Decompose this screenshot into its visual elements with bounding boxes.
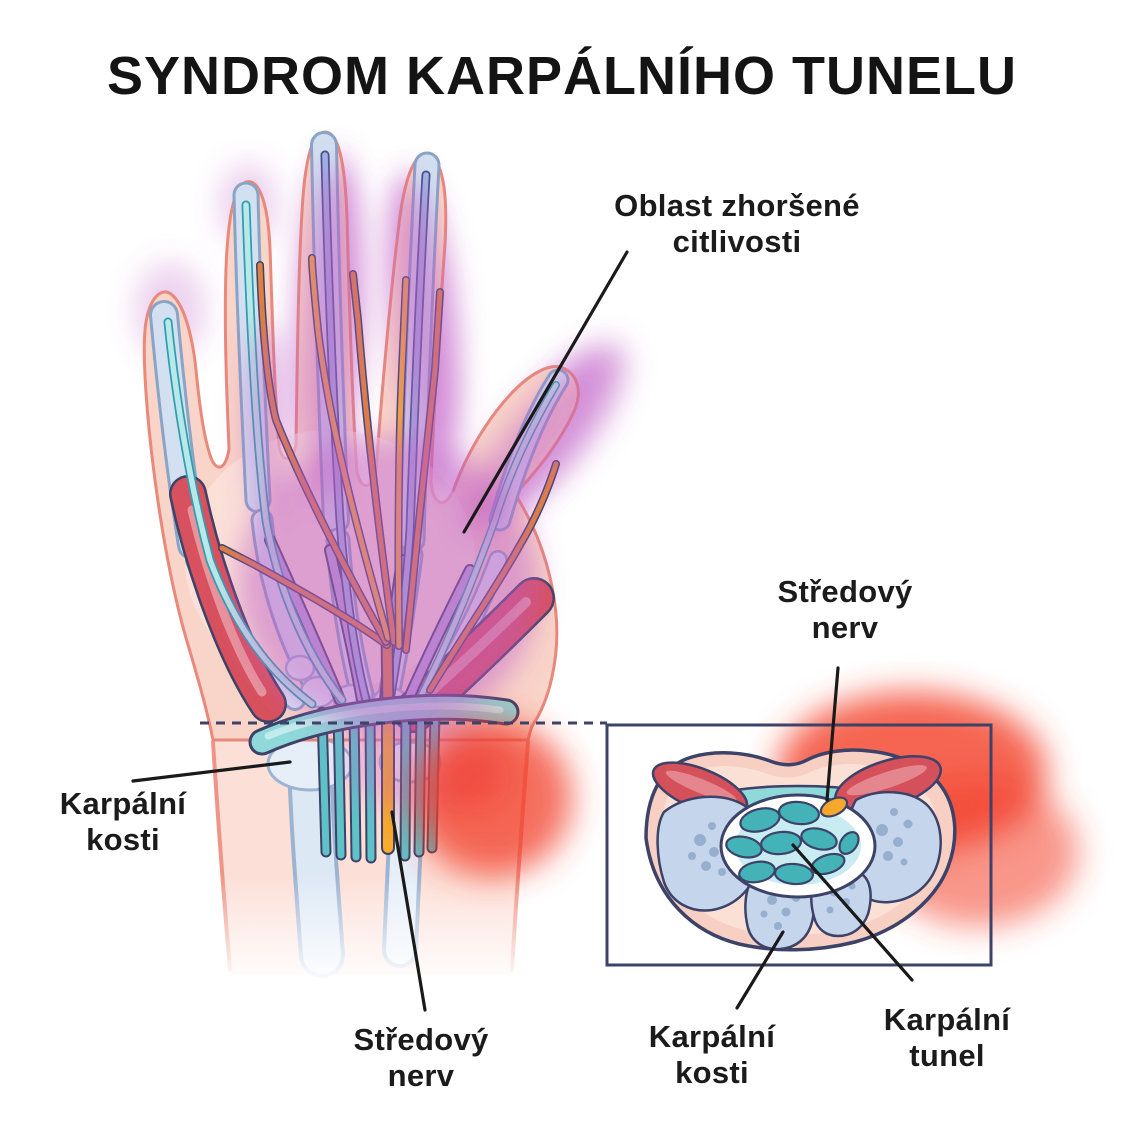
- leader-carpal-tunnel: [791, 843, 914, 982]
- inset-box-border: [605, 723, 993, 967]
- label-impaired-sensitivity: Oblast zhoršené citlivosti: [614, 188, 860, 259]
- leader-carpal-bones-inset: [735, 930, 785, 1010]
- leader-lines: [131, 250, 914, 1012]
- leader-carpal-bones-hand: [131, 760, 292, 783]
- label-carpal-tunnel: Karpální tunel: [883, 1002, 1011, 1073]
- inset-tendons: [725, 800, 860, 886]
- leader-median-nerve-inset: [825, 666, 840, 802]
- label-median-nerve-hand: Středový nerv: [353, 1022, 489, 1093]
- leader-impaired-sensitivity: [462, 250, 629, 534]
- inset-median-nerve: [819, 796, 849, 818]
- label-carpal-bones-inset: Karpální kosti: [648, 1019, 776, 1090]
- label-median-nerve-inset: Středový nerv: [777, 574, 913, 645]
- leader-median-nerve-hand: [390, 810, 427, 1012]
- page-title: SYNDROM KARPÁLNÍHO TUNELU: [107, 46, 1017, 106]
- thenar-muscle: [169, 475, 287, 723]
- label-carpal-bones-hand: Karpální kosti: [59, 786, 187, 857]
- wrist-pain-glow: [412, 720, 572, 876]
